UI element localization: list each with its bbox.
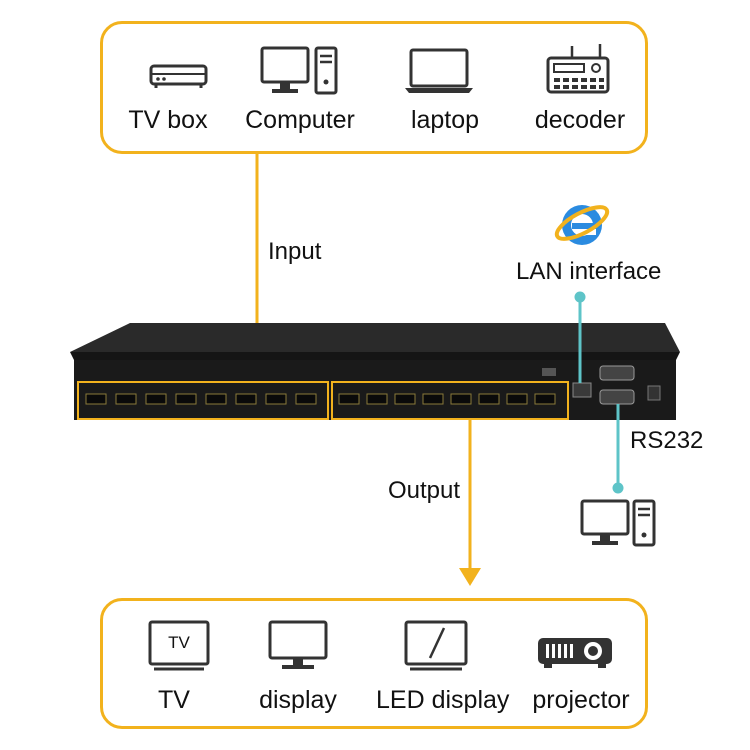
tv-icon <box>148 620 210 671</box>
projector-icon <box>538 638 612 668</box>
display-icon <box>268 620 328 669</box>
lan-interface-label: LAN interface <box>516 258 662 285</box>
rs232-label: RS232 <box>630 427 704 454</box>
output-device-tv: TV TV <box>124 614 224 724</box>
matrix-switcher-device <box>70 323 680 420</box>
input-device-tv-box: TV box <box>118 40 218 140</box>
decoder-icon <box>546 44 610 94</box>
lan-port <box>572 382 592 398</box>
input-label-decoder: decoder <box>534 106 626 134</box>
led-display-icon <box>404 620 468 671</box>
output-label-projector: projector <box>532 686 630 714</box>
input-label-laptop: laptop <box>410 106 480 134</box>
input-label-tv-box: TV box <box>128 106 208 134</box>
internet-explorer-icon <box>554 205 610 245</box>
computer-icon <box>260 46 338 95</box>
rs232-port <box>599 389 635 405</box>
input-device-decoder: decoder <box>530 40 630 140</box>
output-label: Output <box>388 477 461 504</box>
input-arrow-head <box>246 340 268 358</box>
tv-icon-text: TV <box>168 633 190 652</box>
serial-port-top <box>599 365 635 381</box>
output-label-led-display: LED display <box>376 686 510 714</box>
output-device-display: display <box>248 614 348 724</box>
tv-box-icon <box>149 64 208 88</box>
input-label: Input <box>268 238 322 265</box>
rs232-computer-icon <box>580 499 656 547</box>
input-device-computer: Computer <box>240 40 360 140</box>
hdmi-output-ports <box>331 381 569 420</box>
input-device-laptop: laptop <box>395 40 495 140</box>
hdmi-input-ports <box>77 381 329 420</box>
lan-connector-dot <box>574 291 586 303</box>
output-label-tv: TV <box>158 686 190 714</box>
laptop-icon <box>405 48 473 93</box>
output-label-display: display <box>259 686 337 714</box>
output-arrow-head <box>459 568 481 586</box>
rs232-connector-dot <box>612 482 624 494</box>
output-device-projector: projector <box>526 614 636 724</box>
input-label-computer: Computer <box>245 106 355 134</box>
output-device-led-display: LED display <box>376 614 510 724</box>
